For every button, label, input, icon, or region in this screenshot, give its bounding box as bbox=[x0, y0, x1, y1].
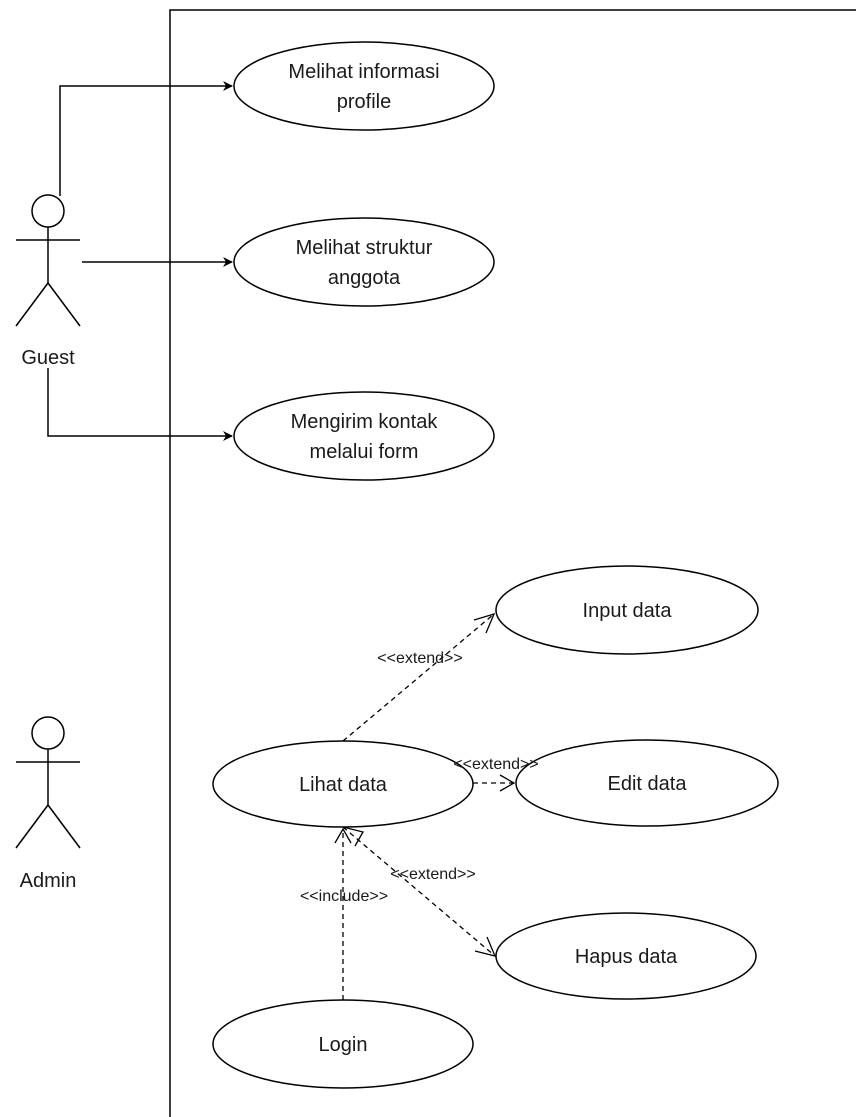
system-boundary bbox=[169, 9, 856, 1117]
actor-admin-head bbox=[31, 716, 65, 750]
usecase-ellipse bbox=[212, 999, 474, 1089]
usecase-label-line1: Mengirim kontak bbox=[291, 411, 439, 433]
actor-guest-right-leg bbox=[47, 282, 81, 327]
stereotype-extend-edit: <<extend>> bbox=[453, 756, 538, 773]
usecase-ellipse bbox=[495, 565, 759, 655]
actor-admin-left-leg bbox=[15, 804, 49, 849]
usecase-input-data[interactable]: Input data bbox=[495, 565, 759, 655]
extend-arrowhead-input bbox=[473, 612, 496, 634]
extend-arrowhead-edit bbox=[499, 774, 516, 792]
usecase-label-line1: Melihat struktur bbox=[296, 237, 433, 259]
extend-arrowhead-hapus bbox=[474, 936, 497, 957]
usecase-ellipse bbox=[233, 41, 495, 131]
usecase-label-line2: anggota bbox=[328, 267, 401, 289]
usecase-label: Edit data bbox=[608, 773, 688, 795]
actor-admin-right-leg bbox=[47, 804, 81, 849]
extend-line-hapus bbox=[342, 826, 496, 957]
association-guest-profile bbox=[59, 81, 233, 196]
usecase-label-line2: profile bbox=[337, 91, 391, 113]
usecase-hapus-data[interactable]: Hapus data bbox=[495, 912, 757, 1000]
actor-guest-left-leg bbox=[15, 282, 49, 327]
usecase-label-line2: melalui form bbox=[310, 441, 419, 463]
usecase-ellipse bbox=[233, 391, 495, 481]
extend-tail-hapus bbox=[342, 826, 364, 847]
extend-line-input bbox=[342, 613, 495, 742]
actor-guest-head bbox=[31, 194, 65, 228]
actor-admin[interactable]: Admin bbox=[15, 716, 81, 892]
usecase-label: Login bbox=[319, 1034, 368, 1056]
actor-guest[interactable]: Guest bbox=[15, 194, 81, 369]
actor-admin-label: Admin bbox=[20, 870, 77, 892]
usecase-edit-data[interactable]: Edit data bbox=[515, 739, 779, 827]
association-guest-kontak bbox=[47, 368, 233, 441]
usecase-melihat-informasi-profile[interactable]: Melihat informasi profile bbox=[233, 41, 495, 131]
usecase-ellipse bbox=[495, 912, 757, 1000]
actor-guest-label: Guest bbox=[21, 347, 75, 369]
include-arrowhead-login bbox=[334, 827, 352, 844]
usecase-ellipse bbox=[233, 217, 495, 307]
stereotype-extend-hapus: <<extend>> bbox=[390, 866, 475, 883]
usecase-ellipse bbox=[515, 739, 779, 827]
usecase-mengirim-kontak[interactable]: Mengirim kontak melalui form bbox=[233, 391, 495, 481]
usecase-label-line1: Melihat informasi bbox=[288, 61, 439, 83]
usecase-login[interactable]: Login bbox=[212, 999, 474, 1089]
usecase-label: Hapus data bbox=[575, 946, 678, 968]
usecase-ellipse bbox=[212, 740, 474, 828]
stereotype-extend-input: <<extend>> bbox=[377, 650, 462, 667]
usecase-label: Input data bbox=[583, 600, 673, 622]
usecase-label: Lihat data bbox=[299, 774, 388, 796]
stereotype-include-login: <<include>> bbox=[300, 888, 388, 905]
usecase-lihat-data[interactable]: Lihat data bbox=[212, 740, 474, 828]
usecase-melihat-struktur-anggota[interactable]: Melihat struktur anggota bbox=[233, 217, 495, 307]
